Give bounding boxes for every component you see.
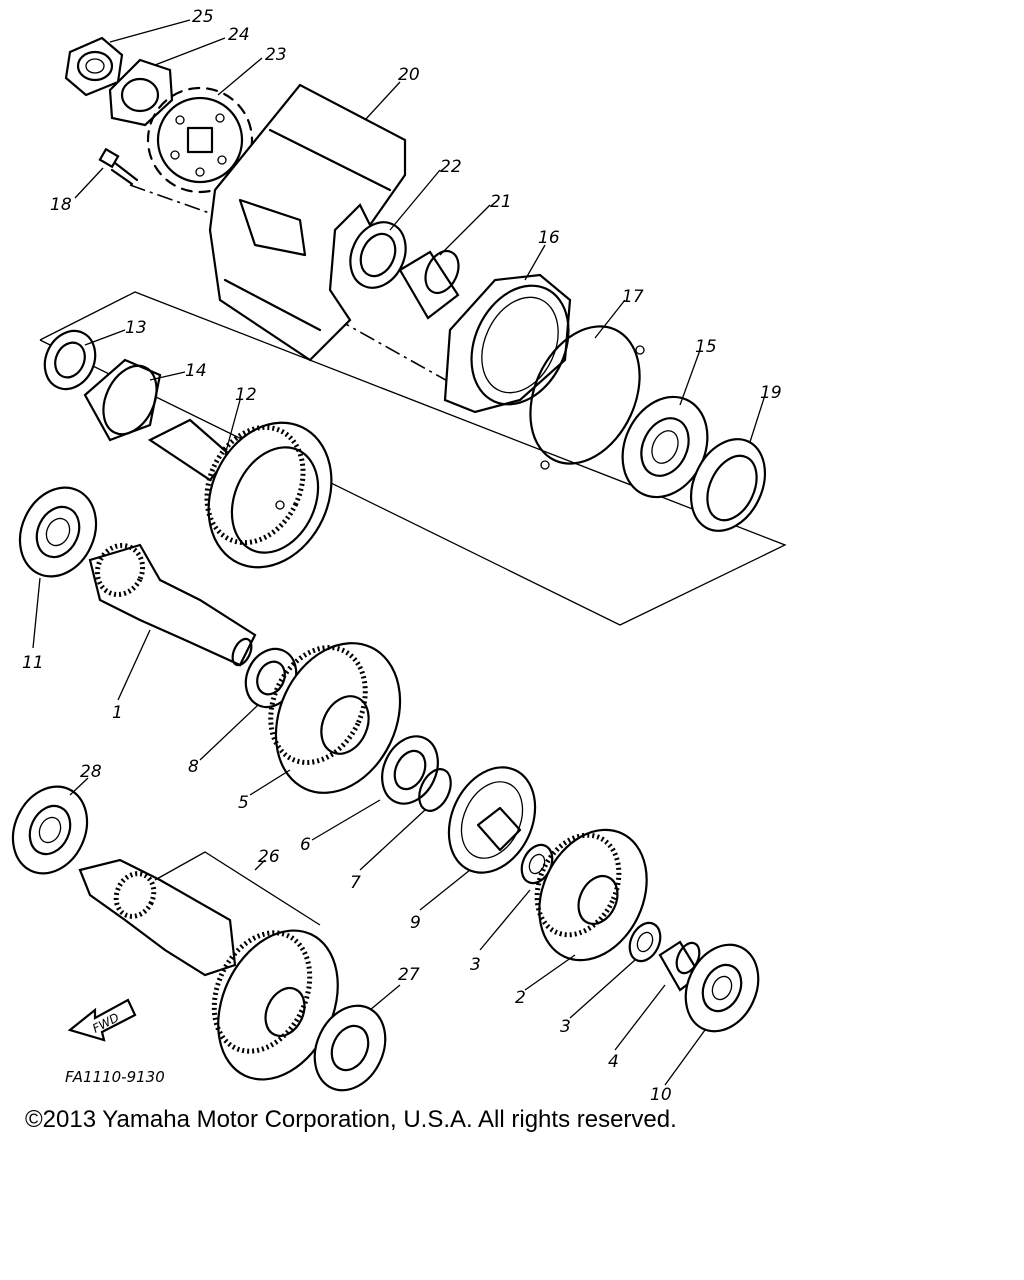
callout-24: 24: [228, 25, 250, 45]
callout-16: 16: [538, 228, 560, 248]
part-19-lock-washer: [690, 438, 766, 532]
callout-10: 10: [650, 1085, 672, 1100]
part-7-circlip: [418, 768, 452, 812]
copyright-notice: ©2013 Yamaha Motor Corporation, U.S.A. A…: [25, 1106, 677, 1133]
callout-6: 6: [300, 835, 311, 855]
callout-labels: 25 24 23 20 22 21 16 17 15 19 18 13 14 1…: [22, 7, 782, 1100]
callout-8: 8: [188, 757, 199, 777]
part-23-sprocket: [146, 86, 254, 194]
group-bracket-12-19: [39, 291, 787, 626]
callout-18: 18: [50, 195, 72, 215]
part-11-bearing: [18, 486, 98, 578]
callout-5: 5: [238, 793, 249, 813]
callout-3b: 3: [560, 1017, 571, 1037]
callout-14: 14: [185, 361, 207, 381]
transmission-exploded-diagram: FWD FA1110-9130 25 24: [11, 7, 787, 1100]
group-bracket-26: [154, 851, 321, 926]
part-10-bearing: [684, 943, 760, 1033]
part-8-washer: [244, 647, 298, 709]
part-17-gasket: [529, 325, 645, 470]
callout-1: 1: [112, 703, 123, 723]
callout-23: 23: [265, 45, 287, 65]
callout-20: 20: [398, 65, 420, 85]
part-2-gear: [534, 828, 648, 962]
centerline-top: [129, 184, 216, 216]
part-21-collar: [398, 249, 460, 320]
part-26-drive-axle: [78, 858, 339, 1081]
part-16-retainer: [443, 273, 572, 414]
part-3-washer-b: [628, 921, 662, 963]
callout-25: 25: [192, 7, 214, 27]
callout-22: 22: [440, 157, 462, 177]
part-1-main-axle: [88, 543, 257, 667]
callout-4: 4: [608, 1052, 619, 1072]
fwd-arrow-icon: FWD: [67, 998, 137, 1042]
callout-12: 12: [235, 385, 257, 405]
callout-28: 28: [80, 762, 102, 782]
callout-26: 26: [258, 847, 280, 867]
part-20-housing: [208, 83, 407, 362]
callout-11: 11: [22, 653, 44, 673]
callout-19: 19: [760, 383, 782, 403]
part-18-bolt: [98, 147, 139, 186]
part-28-bearing: [11, 785, 89, 875]
centerline-housing: [334, 317, 461, 389]
callout-27: 27: [398, 965, 420, 985]
figure-code: FA1110-9130: [65, 1068, 165, 1086]
part-27-bearing: [313, 1004, 387, 1092]
part-22-oil-seal: [349, 221, 407, 289]
callout-2: 2: [515, 988, 526, 1008]
callout-13: 13: [125, 318, 147, 338]
part-14-needle-bearing: [83, 358, 162, 442]
part-5-gear: [268, 642, 402, 794]
part-6-washer: [381, 735, 439, 805]
callout-17: 17: [622, 287, 644, 307]
part-9-dog: [447, 766, 537, 874]
callout-21: 21: [490, 192, 512, 212]
callout-15: 15: [695, 337, 717, 357]
callout-7: 7: [350, 873, 361, 893]
part-13-washer: [43, 329, 97, 391]
callout-9: 9: [410, 913, 421, 933]
leader-lines: [32, 19, 766, 1086]
callout-3a: 3: [470, 955, 481, 975]
part-12-gear: [147, 418, 333, 569]
part-24-lock-washer: [108, 58, 174, 127]
